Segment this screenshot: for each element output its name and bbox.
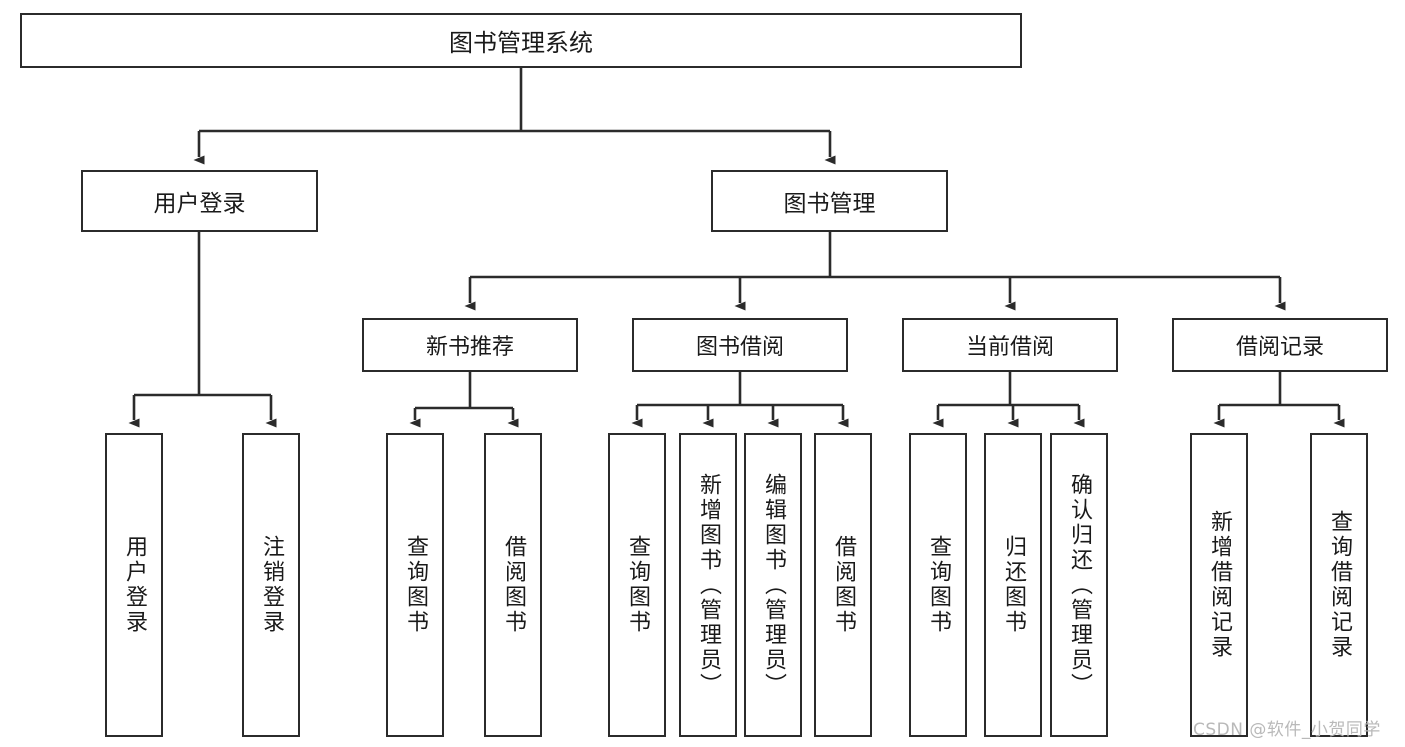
node-leaf-query-book-1[interactable]: 查询图书 [386,433,444,737]
node-leaf-add-book-label: 新增图书（管理员） [696,472,721,698]
node-leaf-logout[interactable]: 注销登录 [242,433,300,737]
node-borrow-record[interactable]: 借阅记录 [1172,318,1388,372]
node-book-borrow-label: 图书借阅 [695,335,784,360]
node-leaf-query-book-2-label: 查询图书 [625,535,650,635]
node-user-login[interactable]: 用户登录 [81,170,318,232]
node-root[interactable]: 图书管理系统 [20,13,1022,68]
node-leaf-borrow-book-2[interactable]: 借阅图书 [814,433,872,737]
node-borrow-record-label: 借阅记录 [1235,335,1324,360]
node-leaf-return-book[interactable]: 归还图书 [984,433,1042,737]
node-root-label: 图书管理系统 [449,29,593,57]
node-leaf-query-book-2[interactable]: 查询图书 [608,433,666,737]
node-leaf-add-record[interactable]: 新增借阅记录 [1190,433,1248,737]
node-leaf-borrow-book-2-label: 借阅图书 [831,535,856,635]
node-leaf-edit-book-label: 编辑图书（管理员） [761,472,786,698]
csdn-watermark: CSDN @软件_小贺同学 [1193,720,1381,740]
node-leaf-query-record[interactable]: 查询借阅记录 [1310,433,1368,737]
node-leaf-return-book-label: 归还图书 [1001,535,1026,635]
node-leaf-user-login-label: 用户登录 [122,535,147,635]
node-book-manage[interactable]: 图书管理 [711,170,948,232]
node-leaf-add-record-label: 新增借阅记录 [1207,510,1232,660]
node-new-book-recommend[interactable]: 新书推荐 [362,318,578,372]
node-leaf-confirm-return-label: 确认归还（管理员） [1067,472,1092,698]
node-leaf-query-record-label: 查询借阅记录 [1327,510,1352,660]
node-user-login-label: 用户登录 [153,191,246,217]
node-book-borrow[interactable]: 图书借阅 [632,318,848,372]
node-leaf-borrow-book-1[interactable]: 借阅图书 [484,433,542,737]
node-leaf-edit-book[interactable]: 编辑图书（管理员） [744,433,802,737]
node-leaf-user-login[interactable]: 用户登录 [105,433,163,737]
node-current-borrow[interactable]: 当前借阅 [902,318,1118,372]
node-new-book-recommend-label: 新书推荐 [425,335,514,360]
node-current-borrow-label: 当前借阅 [965,335,1054,360]
node-book-manage-label: 图书管理 [783,191,876,217]
node-leaf-query-book-3[interactable]: 查询图书 [909,433,967,737]
node-leaf-borrow-book-1-label: 借阅图书 [501,535,526,635]
node-leaf-query-book-1-label: 查询图书 [403,535,428,635]
node-leaf-query-book-3-label: 查询图书 [926,535,951,635]
node-leaf-confirm-return[interactable]: 确认归还（管理员） [1050,433,1108,737]
node-leaf-add-book[interactable]: 新增图书（管理员） [679,433,737,737]
node-leaf-logout-label: 注销登录 [259,535,284,635]
